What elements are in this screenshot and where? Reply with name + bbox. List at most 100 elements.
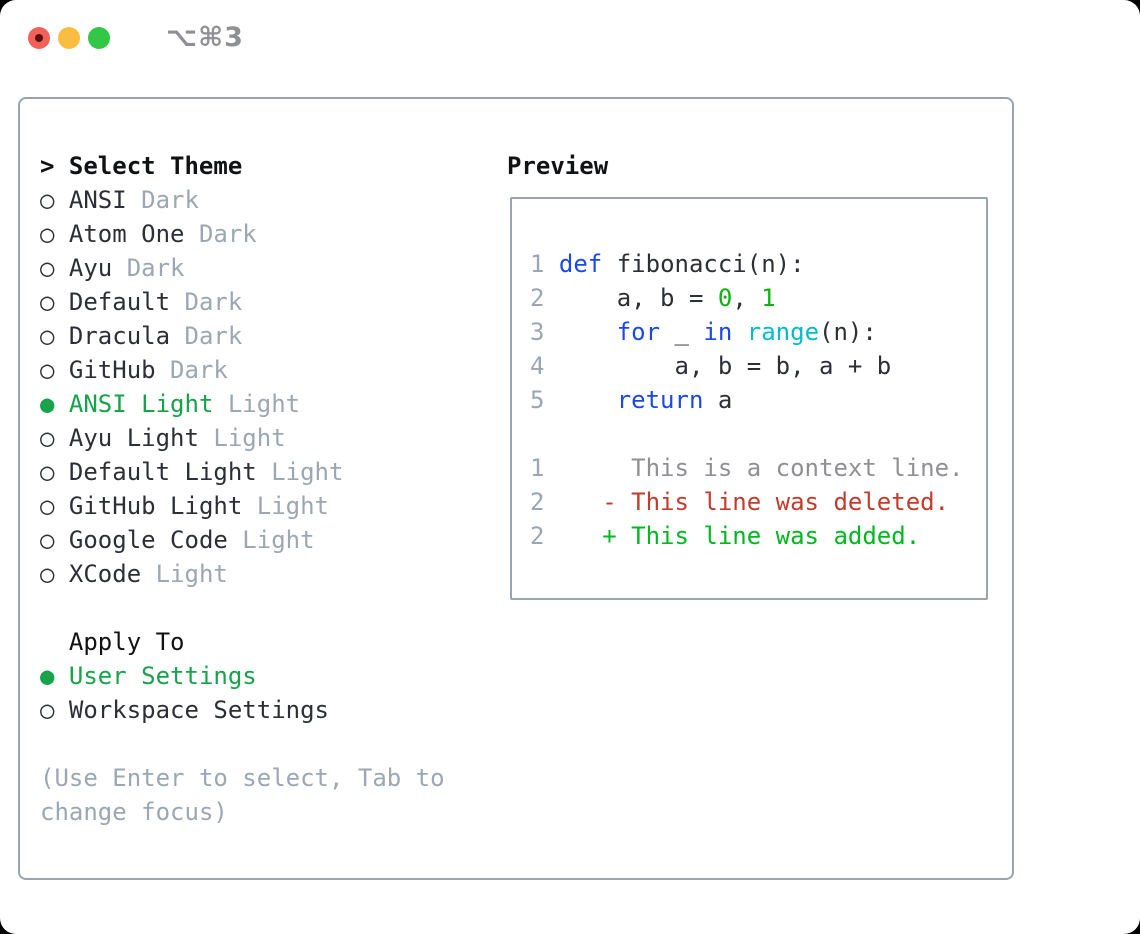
radio-icon: ○: [40, 322, 55, 350]
zoom-button[interactable]: [88, 27, 110, 49]
code-line: 1 This is a context line.: [530, 451, 976, 485]
theme-option[interactable]: ○ Google Code Light: [40, 523, 499, 557]
help-text-line-1: (Use Enter to select, Tab to: [40, 764, 445, 792]
line-number: 2: [530, 522, 559, 550]
theme-name: ANSI: [54, 186, 127, 214]
theme-variant: Dark: [155, 356, 228, 384]
code-token: 1: [761, 284, 776, 312]
code-line: 2 + This line was added.: [530, 519, 976, 553]
theme-name: Default: [54, 288, 171, 316]
theme-variant: Dark: [170, 322, 243, 350]
code-line: 4 a, b = b, a + b: [530, 349, 976, 383]
radio-icon: ○: [40, 492, 55, 520]
theme-variant: Dark: [112, 254, 185, 282]
apply-to-list: ● User Settings○ Workspace Settings: [40, 659, 499, 727]
radio-icon: ○: [40, 526, 55, 554]
theme-option[interactable]: ○ GitHub Light Light: [40, 489, 499, 523]
radio-icon: ●: [40, 662, 55, 690]
code-token: range: [746, 318, 820, 346]
code-line: 1 def fibonacci(n):: [530, 247, 976, 281]
theme-variant: Light: [227, 526, 315, 554]
theme-variant: Light: [198, 424, 286, 452]
radio-icon: ○: [40, 288, 55, 316]
theme-option[interactable]: ○ GitHub Dark: [40, 353, 499, 387]
code-token: _: [660, 318, 704, 346]
theme-variant: Light: [213, 390, 301, 418]
code-token: a, b =: [558, 284, 718, 312]
theme-variant: Dark: [184, 220, 257, 248]
theme-name: Google Code: [54, 526, 228, 554]
code-token: in: [703, 318, 733, 346]
titlebar: ⌥⌘3: [0, 0, 1140, 70]
code-token: [559, 386, 617, 414]
line-number: 5: [530, 386, 559, 414]
radio-icon: ○: [40, 220, 55, 248]
theme-name: ANSI Light: [54, 390, 214, 418]
apply-to-header: Apply To: [68, 628, 185, 656]
code-line: 2 a, b = 0, 1: [530, 281, 976, 315]
line-number: 2: [530, 284, 559, 312]
theme-name: GitHub Light: [54, 492, 243, 520]
line-number: 2: [530, 488, 559, 516]
code-token: + This line was added.: [558, 522, 921, 550]
theme-name: Ayu: [54, 254, 113, 282]
radio-icon: ○: [40, 424, 55, 452]
code-token: def: [558, 250, 603, 278]
code-token: for: [616, 318, 661, 346]
code-line: 2 - This line was deleted.: [530, 485, 976, 519]
apply-option-name: User Settings: [54, 662, 257, 690]
theme-option[interactable]: ○ XCode Light: [40, 557, 499, 591]
radio-icon: ○: [40, 254, 55, 282]
theme-name: XCode: [54, 560, 142, 588]
code-line: 5 return a: [530, 383, 976, 417]
preview-column: Preview 1 def fibonacci(n):2 a, b = 0, 1…: [499, 149, 994, 878]
theme-selector-panel: >Select Theme ○ ANSI Dark○ Atom One Dark…: [18, 97, 1014, 880]
theme-name: Default Light: [54, 458, 257, 486]
theme-option[interactable]: ○ Ayu Dark: [40, 251, 499, 285]
code-token: This is a context line.: [558, 454, 964, 482]
theme-option[interactable]: ○ Ayu Light Light: [40, 421, 499, 455]
apply-option[interactable]: ● User Settings: [40, 659, 499, 693]
close-button[interactable]: [28, 27, 50, 49]
select-theme-header-label: Select Theme: [68, 152, 243, 180]
focus-caret-icon: >: [40, 152, 55, 180]
theme-option[interactable]: ○ Dracula Dark: [40, 319, 499, 353]
code-token: - This line was deleted.: [558, 488, 950, 516]
radio-icon: ○: [40, 458, 55, 486]
code-token: (n):: [819, 318, 877, 346]
code-token: [732, 318, 746, 346]
code-token: fibonacci(n):: [602, 250, 805, 278]
theme-variant: Light: [242, 492, 329, 520]
window-title: ⌥⌘3: [166, 22, 244, 53]
theme-option[interactable]: ○ Atom One Dark: [40, 217, 499, 251]
line-number: 4: [530, 352, 559, 380]
spacer: [40, 591, 499, 625]
theme-option[interactable]: ○ ANSI Dark: [40, 183, 499, 217]
theme-option[interactable]: ○ Default Dark: [40, 285, 499, 319]
radio-icon: ●: [40, 390, 55, 418]
theme-option[interactable]: ○ Default Light Light: [40, 455, 499, 489]
select-theme-header: > Select Theme: [40, 149, 499, 183]
radio-icon: ○: [40, 560, 55, 588]
code-token: [559, 318, 617, 346]
theme-name: Dracula: [54, 322, 171, 350]
preview-title: Preview: [507, 152, 609, 180]
apply-option[interactable]: ○ Workspace Settings: [40, 693, 499, 727]
theme-variant: Dark: [126, 186, 199, 214]
theme-variant: Light: [141, 560, 228, 588]
code-line: 3 for _ in range(n):: [530, 315, 976, 349]
theme-list-column: >Select Theme ○ ANSI Dark○ Atom One Dark…: [40, 149, 499, 878]
theme-name: GitHub: [54, 356, 156, 384]
code-token: a, b = b, a + b: [558, 352, 892, 380]
theme-option[interactable]: ● ANSI Light Light: [40, 387, 499, 421]
theme-list: ○ ANSI Dark○ Atom One Dark○ Ayu Dark○ De…: [40, 183, 499, 591]
code-token: return: [616, 386, 704, 414]
theme-name: Ayu Light: [54, 424, 199, 452]
spacer: [40, 727, 499, 761]
line-number: 1: [530, 250, 559, 278]
code-token: a: [703, 386, 733, 414]
radio-icon: ○: [40, 356, 55, 384]
apply-option-name: Workspace Settings: [54, 696, 329, 724]
code-token: ,: [732, 284, 762, 312]
minimize-button[interactable]: [58, 27, 80, 49]
